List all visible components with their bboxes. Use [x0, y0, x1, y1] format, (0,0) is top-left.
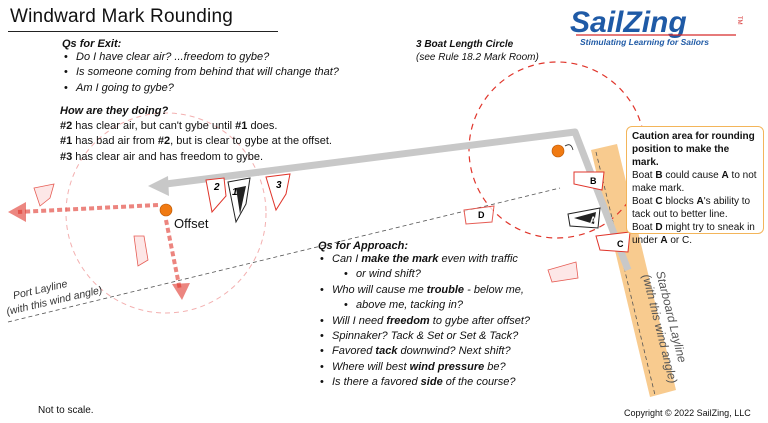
status-line: #2 has clear air, but can't gybe until #… [60, 120, 278, 133]
boat-1-icon: 1 [227, 177, 251, 224]
rounding-direction-arrow-icon [564, 144, 574, 151]
svg-text:2: 2 [213, 182, 220, 193]
list-item: Spinnaker? Tack & Set or Set & Tack? [318, 329, 530, 345]
svg-text:1: 1 [232, 187, 238, 198]
svg-text:B: B [590, 176, 597, 186]
caution-heading: Caution area for rounding position to ma… [632, 131, 755, 168]
boat-a-icon: A [567, 207, 601, 229]
caution-line: Boat D might try to sneak in under A or … [632, 222, 755, 246]
gybe-arrow-head-icon [8, 202, 26, 222]
port-layline-label: Port Layline (with this wind angle) [5, 278, 103, 318]
sailzing-logo: SailZing TM Stimulating Learning for Sai… [568, 4, 754, 48]
svg-text:A: A [590, 215, 597, 225]
svg-text:3: 3 [276, 180, 282, 191]
boat-2-icon: 2 [205, 177, 227, 214]
exit-questions: Qs for Exit: Do I have clear air? ...fre… [62, 38, 339, 97]
list-item: Do I have clear air? ...freedom to gybe? [62, 50, 339, 66]
status-line: #1 has bad air from #2, but is clear to … [60, 135, 332, 148]
list-item: Who will cause me trouble - below me, [318, 283, 530, 299]
caution-zone [591, 144, 676, 397]
exit-heading: Qs for Exit: [62, 38, 122, 50]
scale-note: Not to scale. [38, 405, 94, 416]
offset-mark-icon [159, 203, 173, 217]
gybe-arrow-line [17, 203, 159, 214]
list-item: Where will best wind pressure be? [318, 360, 530, 376]
circle-label: 3 Boat Length Circle (see Rule 18.2 Mark… [416, 39, 539, 63]
list-item: or wind shift? [318, 267, 530, 283]
svg-text:C: C [617, 239, 624, 249]
caution-box: Caution area for rounding position to ma… [626, 126, 764, 246]
exit-list: Do I have clear air? ...freedom to gybe?… [62, 50, 339, 97]
rounding-path [157, 128, 632, 272]
stay-arrow-head-icon [172, 283, 190, 300]
faded-boat-icon [133, 235, 149, 267]
boat-3-icon: 3 [265, 173, 291, 212]
list-item: Am I going to gybe? [62, 81, 339, 97]
faded-boat-icon [547, 261, 579, 283]
approach-questions: Qs for Approach: Can I make the mark eve… [318, 240, 530, 391]
boat-b-icon: B [573, 171, 605, 191]
status-section: How are they doing? #2 has clear air, bu… [60, 104, 332, 165]
list-item: Will I need freedom to gybe after offset… [318, 314, 530, 330]
status-heading: How are they doing? [60, 105, 169, 117]
logo-tm: TM [736, 16, 742, 25]
offset-zone-circle [65, 112, 267, 314]
list-item: Favored tack downwind? Next shift? [318, 344, 530, 360]
status-line: #3 has clear air and has freedom to gybe… [60, 150, 264, 163]
boat-d-icon: D [463, 205, 495, 225]
port-layline [7, 187, 561, 323]
title-underline [8, 31, 278, 32]
boat-c-icon: C [595, 231, 631, 253]
logo-tagline: Stimulating Learning for Sailors [580, 37, 709, 47]
logo-brand-text: SailZing [570, 6, 687, 39]
offset-label: Offset [174, 216, 209, 231]
approach-heading: Qs for Approach: [318, 240, 409, 252]
copyright: Copyright © 2022 SailZing, LLC [624, 408, 751, 418]
page-title: Windward Mark Rounding [10, 6, 233, 27]
list-item: Is someone coming from behind that will … [62, 65, 339, 81]
svg-text:D: D [478, 210, 485, 220]
caution-line: Boat B could cause A to not make mark. [632, 170, 757, 194]
windward-mark-icon [551, 144, 565, 158]
list-item: Can I make the mark even with traffic [318, 252, 530, 268]
list-item: above me, tacking in? [318, 298, 530, 314]
faded-boat-icon [33, 183, 55, 207]
caution-line: Boat C blocks A's ability to tack out to… [632, 196, 751, 220]
approach-list: Can I make the mark even with traffic or… [318, 252, 530, 391]
list-item: Is there a favored side of the course? [318, 375, 530, 391]
stay-arrow-line [164, 219, 182, 291]
logo-graphic: SailZing TM Stimulating Learning for Sai… [570, 6, 742, 47]
path-arrowhead [148, 176, 169, 196]
